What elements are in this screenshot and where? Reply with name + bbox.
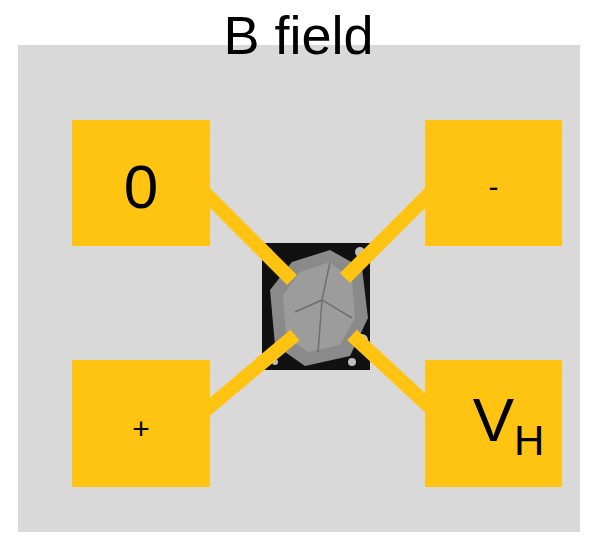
particle [348, 358, 356, 366]
trace [345, 188, 435, 278]
contact-traces [200, 188, 435, 415]
trace [200, 335, 295, 415]
pad-label: - [489, 170, 499, 203]
trace [200, 188, 292, 280]
pad-label: + [132, 412, 150, 445]
contact-pad: VH [425, 360, 562, 487]
pad-label: 0 [124, 153, 158, 221]
contact-pad: - [425, 120, 562, 246]
contact-pad: + [72, 360, 210, 487]
pad-label: V [473, 386, 514, 454]
trace [352, 335, 435, 412]
contact-pad: 0 [72, 120, 210, 246]
subscript-label: H [514, 418, 544, 464]
diagram-title: B field [0, 4, 597, 66]
